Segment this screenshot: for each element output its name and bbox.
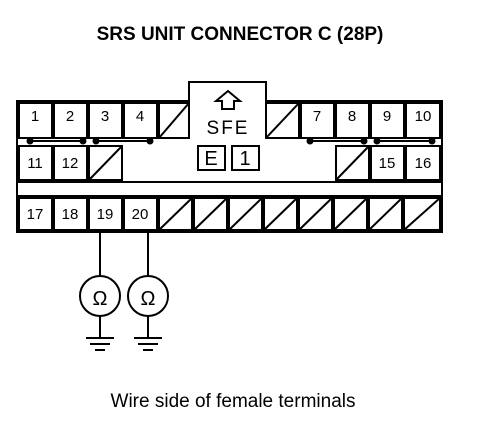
ohmmeter-icon-right: Ω (127, 275, 169, 317)
row2-left-cells (18, 145, 123, 181)
diagram-title: SRS UNIT CONNECTOR C (28P) (97, 24, 384, 45)
marker-1: 1 (239, 148, 250, 170)
pin-20: 20 (132, 206, 149, 223)
pin-9: 9 (383, 108, 391, 125)
probe-leads (99, 230, 149, 338)
row1-left-cells (18, 102, 190, 139)
connector-body (16, 81, 443, 233)
pin-16: 16 (415, 155, 432, 172)
pin-17: 17 (27, 206, 44, 223)
pin-2: 2 (66, 108, 74, 125)
pin-4: 4 (136, 108, 144, 125)
row2-right-cells (335, 145, 441, 181)
lock-arrow-icon (213, 89, 243, 110)
ohmmeter-icon-left: Ω (79, 275, 121, 317)
marker-boxes (197, 145, 260, 171)
pin-3: 3 (101, 108, 109, 125)
pin-11: 11 (27, 155, 43, 172)
pin-8: 8 (348, 108, 356, 125)
pin-19: 19 (97, 206, 114, 223)
svg-text:Ω: Ω (93, 288, 108, 310)
caption: Wire side of female terminals (111, 391, 356, 412)
ground-icon-left (86, 337, 114, 351)
shorting-bar-right (306, 137, 436, 145)
marker-e: E (204, 148, 217, 170)
pin-18: 18 (62, 206, 79, 223)
row1-right-cells (265, 102, 441, 139)
shorting-bar-left (26, 137, 154, 145)
svg-text:Ω: Ω (141, 288, 156, 310)
pin-7: 7 (313, 108, 321, 125)
row3-cells (18, 197, 441, 231)
lock-label: SFE (207, 118, 250, 139)
pin-15: 15 (379, 155, 396, 172)
pin-10: 10 (415, 108, 432, 125)
pin-1: 1 (31, 108, 39, 125)
ground-icon-right (134, 337, 162, 351)
pin-12: 12 (62, 155, 79, 172)
